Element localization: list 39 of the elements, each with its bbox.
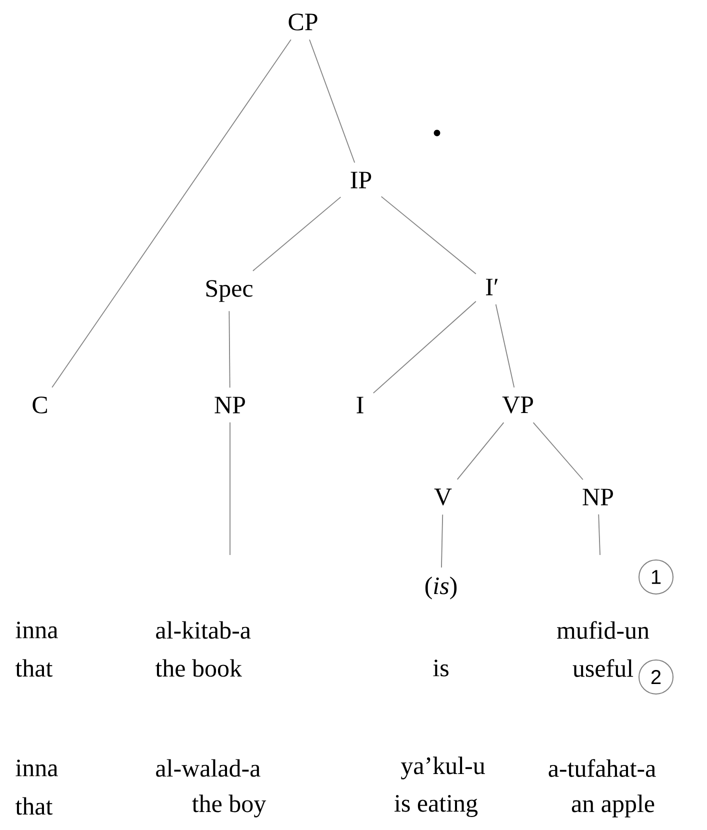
tree-label: I′ bbox=[486, 278, 498, 296]
tree-label: C bbox=[32, 396, 47, 414]
gloss-word: useful bbox=[572, 659, 634, 677]
tree-branch bbox=[456, 422, 504, 480]
gloss-word: the boy bbox=[192, 794, 266, 818]
tree-label: V bbox=[434, 488, 452, 506]
tree-branch bbox=[52, 39, 292, 388]
tree-label: Spec bbox=[206, 280, 253, 302]
tree-label: VP bbox=[502, 396, 533, 414]
gloss-word: al-kitab-a bbox=[156, 621, 251, 639]
tree-branch bbox=[372, 300, 476, 394]
tree-branch bbox=[441, 514, 444, 568]
gloss-word: al-walad-a bbox=[156, 759, 260, 777]
gloss-word: that bbox=[15, 659, 53, 677]
tree-branch bbox=[252, 196, 342, 272]
gloss-word: that bbox=[15, 797, 53, 815]
tree-branch bbox=[495, 304, 515, 388]
tree-label: I bbox=[356, 396, 364, 414]
gloss-word: is bbox=[433, 660, 448, 676]
tree-branch bbox=[380, 196, 476, 274]
tree-label: NP bbox=[582, 488, 613, 506]
gloss-word: inna bbox=[16, 622, 58, 638]
gloss-word: inna bbox=[16, 760, 58, 776]
tree-label: (is) bbox=[425, 576, 457, 600]
circled-number: 1 bbox=[638, 560, 674, 594]
gloss-word: ya’kul-u bbox=[400, 756, 485, 780]
gloss-word: is eating bbox=[394, 795, 478, 817]
tree-branch bbox=[228, 310, 230, 388]
tree-label: CP bbox=[288, 14, 318, 30]
tree-label: NP bbox=[214, 396, 245, 414]
gloss-word: an apple bbox=[572, 794, 654, 818]
gloss-word: mufid-un bbox=[557, 621, 650, 639]
tree-branch bbox=[598, 514, 600, 556]
tree-branch bbox=[309, 39, 356, 164]
gloss-word: the book bbox=[155, 659, 242, 677]
circled-number: 2 bbox=[638, 660, 674, 694]
tree-branch bbox=[532, 422, 584, 480]
tree-label: IP bbox=[350, 172, 372, 188]
gloss-word: a-tufahat-a bbox=[548, 759, 656, 777]
